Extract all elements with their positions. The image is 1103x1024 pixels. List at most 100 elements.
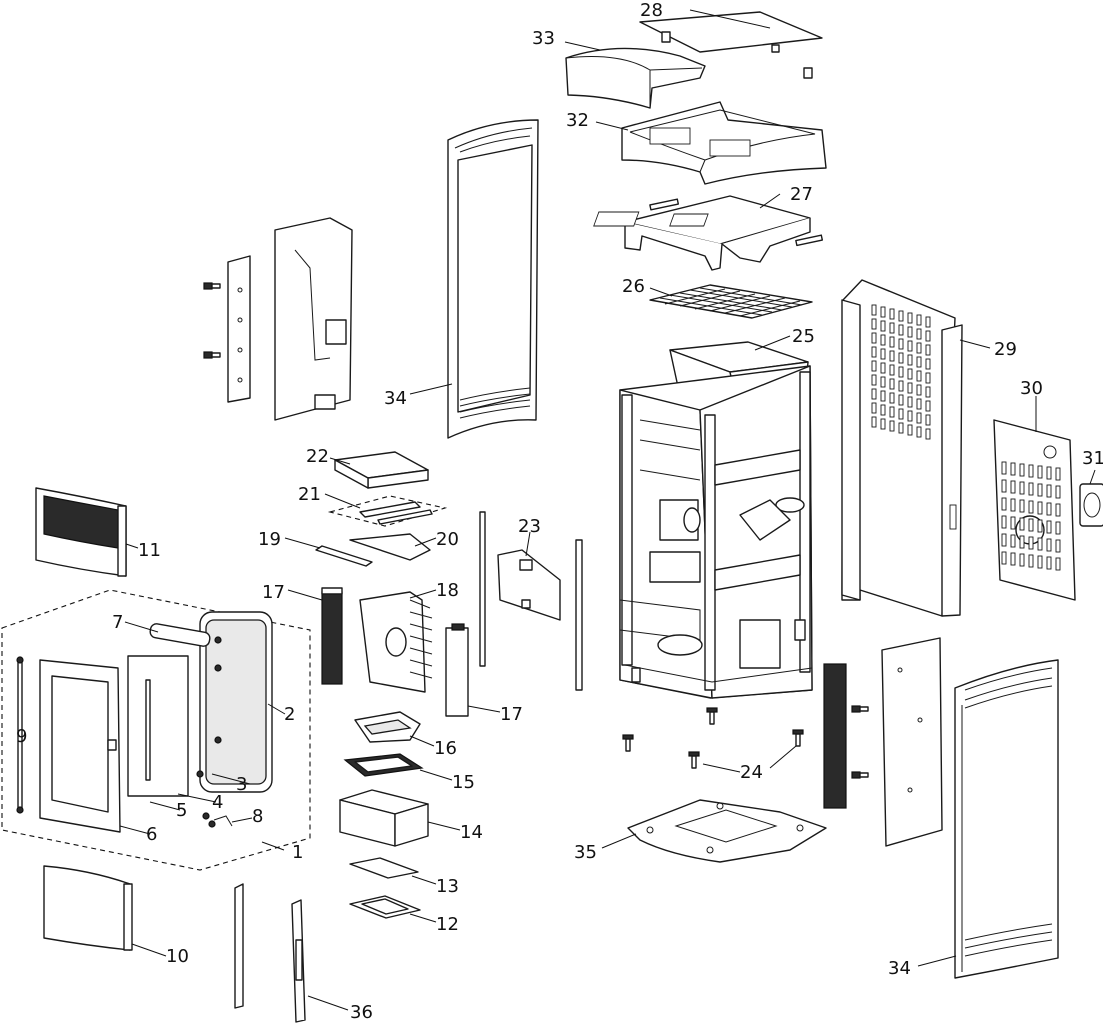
vent-slot: [880, 320, 886, 332]
vent-slot: [925, 330, 931, 342]
vent-slot: [880, 376, 886, 388]
vent-slot: [880, 362, 886, 374]
part-label-7: 7: [112, 612, 123, 633]
vent-slot: [889, 392, 895, 404]
vent-slot: [898, 324, 904, 336]
vent-slot: [1019, 553, 1025, 567]
vent-slot: [925, 428, 931, 440]
part-label-19: 19: [258, 529, 281, 550]
part-14-ash-box: [339, 789, 429, 847]
part-label-4: 4: [212, 792, 223, 813]
vent-slot: [889, 322, 895, 334]
vent-slot: [1028, 500, 1034, 514]
part-label-20: 20: [436, 529, 459, 550]
part-label-32: 32: [566, 110, 589, 131]
part-label-33: 33: [532, 28, 555, 49]
left-rear-brackets: [203, 217, 353, 421]
vent-slot: [1037, 483, 1043, 497]
vent-slot: [1046, 538, 1052, 552]
vent-slot: [907, 410, 913, 422]
vent-slot: [1037, 537, 1043, 551]
vent-slot: [916, 384, 922, 396]
vent-slot: [916, 328, 922, 340]
part-label-1: 1: [292, 842, 303, 863]
part-13-plate: [349, 857, 419, 879]
vent-slot: [898, 422, 904, 434]
vent-slot: [907, 396, 913, 408]
part-35-base-plate: [627, 799, 827, 863]
vent-slot: [916, 314, 922, 326]
vent-slot: [1037, 465, 1043, 479]
vent-slot: [889, 420, 895, 432]
vent-slot: [1037, 519, 1043, 533]
part-label-34-right: 34: [888, 958, 911, 979]
vent-slot: [916, 356, 922, 368]
part-label-13: 13: [436, 876, 459, 897]
vent-slot: [1046, 502, 1052, 516]
vent-slot: [880, 306, 886, 318]
vent-slot: [871, 374, 877, 386]
part-34-right-side-cover: [954, 659, 1059, 979]
part-label-9: 9: [16, 726, 27, 747]
vent-slot: [1001, 515, 1007, 529]
part-label-3: 3: [236, 774, 247, 795]
vent-slot: [925, 372, 931, 384]
part-label-6: 6: [146, 824, 157, 845]
part-label-12: 12: [436, 914, 459, 935]
vent-slot: [871, 402, 877, 414]
part-label-2: 2: [284, 704, 295, 725]
vent-slot: [907, 424, 913, 436]
part-11-front-grille: [35, 487, 127, 577]
vent-slot: [916, 342, 922, 354]
vent-slot: [1055, 557, 1061, 571]
part-36-brackets: [234, 883, 306, 1023]
part-10-lower-door: [43, 865, 133, 951]
part-12-frame: [349, 895, 421, 919]
part-label-31: 31: [1082, 448, 1103, 469]
part-16-burn-pot: [354, 711, 421, 743]
part-15-gasket: [343, 753, 424, 777]
part-label-34-left: 34: [384, 388, 407, 409]
vent-slot: [1028, 536, 1034, 550]
vent-slot: [1046, 520, 1052, 534]
vent-slot: [925, 414, 931, 426]
vent-slot: [889, 378, 895, 390]
vent-slot: [898, 380, 904, 392]
part-34-left-side-cover: [447, 119, 539, 439]
vent-slot: [1001, 551, 1007, 565]
vent-slot: [925, 316, 931, 328]
vent-slot: [1028, 464, 1034, 478]
vent-slot: [1001, 479, 1007, 493]
vent-slot: [916, 412, 922, 424]
vent-slot: [1019, 535, 1025, 549]
vent-slot: [889, 406, 895, 418]
vent-slot: [898, 408, 904, 420]
vent-slot: [925, 358, 931, 370]
part-23-plate: [479, 511, 583, 691]
part-label-11: 11: [138, 540, 161, 561]
vent-slot: [1028, 482, 1034, 496]
part-29-right-side-panel: [841, 279, 963, 617]
vent-slot: [1001, 533, 1007, 547]
vent-slot: [871, 416, 877, 428]
vent-slot: [907, 382, 913, 394]
part-label-30: 30: [1020, 378, 1043, 399]
part-label-16: 16: [434, 738, 457, 759]
part-18-fire-wall: [359, 591, 433, 693]
vent-slot: [1010, 534, 1016, 548]
vent-slot: [916, 398, 922, 410]
vent-slot: [1019, 499, 1025, 513]
leader-lines: [119, 9, 1096, 1011]
part-31-flue-flange: [1079, 483, 1103, 527]
vent-slot: [1010, 462, 1016, 476]
vent-slot: [1010, 516, 1016, 530]
vent-slot: [1037, 555, 1043, 569]
part-label-29: 29: [994, 339, 1017, 360]
part-27-support-frame: [593, 195, 824, 271]
part-label-36: 36: [350, 1002, 373, 1023]
part-label-27: 27: [790, 184, 813, 205]
vent-slot: [1037, 501, 1043, 515]
vent-slot: [925, 344, 931, 356]
part-33-curved-lid: [565, 47, 706, 109]
